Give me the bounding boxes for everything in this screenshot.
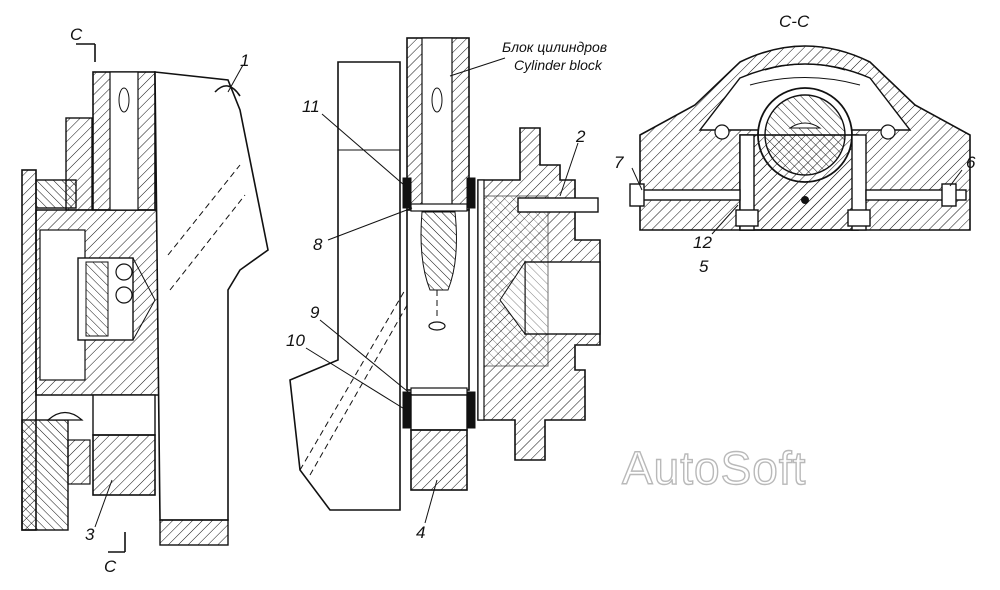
thrust-washer-11 <box>402 177 412 209</box>
leader-12 <box>711 204 739 235</box>
oil-channel-2 <box>169 194 246 291</box>
section-title: C-C <box>779 12 810 31</box>
block-label-en: Cylinder block <box>514 57 603 73</box>
leader-8 <box>327 207 413 241</box>
section-view <box>629 45 971 231</box>
center-oring <box>428 321 446 331</box>
part-label-2: 2 <box>575 127 586 146</box>
nut-right <box>847 209 871 227</box>
leader-block <box>449 57 506 77</box>
bolt-6 <box>865 189 967 201</box>
crank-web <box>154 71 269 521</box>
left-lower-plate <box>21 419 69 531</box>
section-mark-bottom: C <box>104 557 117 576</box>
part-label-12: 12 <box>693 233 712 252</box>
left-ring-1 <box>115 263 133 281</box>
left-lower-bearing <box>92 394 156 436</box>
center-oil-hole <box>431 87 443 113</box>
part-label-8: 8 <box>313 235 323 254</box>
bolt-6-head <box>941 183 957 207</box>
center-right-web <box>477 195 549 367</box>
watermark: AutoSoft <box>622 442 806 494</box>
part-label-1: 1 <box>240 51 249 70</box>
center-lower-cap <box>410 429 468 491</box>
center-gasket <box>477 179 485 421</box>
dowel-pin-2 <box>517 197 599 213</box>
thrust-washer-top-right <box>466 177 476 209</box>
left-lower-stop <box>67 439 91 485</box>
bearing-shell-9 <box>410 387 468 396</box>
part-label-10: 10 <box>286 331 305 350</box>
leader-10 <box>305 347 407 411</box>
part-label-3: 3 <box>85 525 95 544</box>
left-oil-hole <box>118 87 130 113</box>
left-ring-2 <box>115 286 133 304</box>
stud-12 <box>739 134 755 231</box>
part-label-5: 5 <box>699 257 709 276</box>
leader-4 <box>424 479 438 524</box>
bolt-7-head <box>629 183 645 207</box>
bearing-shell-8 <box>410 203 468 212</box>
section-arc-1 <box>764 63 846 71</box>
section-cap <box>739 134 859 231</box>
thrust-washer-10 <box>402 391 412 429</box>
section-cap-dot <box>801 196 809 204</box>
left-view <box>21 43 269 553</box>
center-liner-bore <box>421 37 453 211</box>
part-label-9: 9 <box>310 303 320 322</box>
left-lower-cap <box>92 434 156 496</box>
labels: C C C-C Блок цилиндров Cylinder block 1 … <box>70 12 976 576</box>
stud-right <box>851 134 867 231</box>
crank-web-foot <box>159 519 229 546</box>
left-upper-boss <box>65 117 93 211</box>
center-oil-channel-1 <box>299 289 406 471</box>
section-journal-hole <box>788 122 822 129</box>
leader-7 <box>631 167 643 191</box>
leader-1 <box>227 64 244 93</box>
left-lower-cutout <box>46 411 84 421</box>
block-label-ru: Блок цилиндров <box>502 39 607 55</box>
leader-11 <box>321 113 405 186</box>
part-label-4: 4 <box>416 523 425 542</box>
section-hole-right <box>880 124 896 140</box>
thrust-washer-bottom-right <box>466 391 476 429</box>
bolt-7 <box>639 189 741 201</box>
center-lower-bearing <box>410 394 468 431</box>
leader-6 <box>949 169 963 187</box>
leader-3 <box>94 479 113 528</box>
center-plug <box>420 211 457 291</box>
part-label-6: 6 <box>966 153 976 172</box>
center-view <box>289 37 601 511</box>
part-label-11: 11 <box>302 97 320 116</box>
left-seal <box>85 261 109 337</box>
center-oil-channel-2 <box>309 299 411 476</box>
part-label-7: 7 <box>614 153 624 172</box>
leader-9 <box>319 319 413 396</box>
section-arc-2 <box>749 77 861 86</box>
leader-lines <box>94 57 963 528</box>
nut-5 <box>735 209 759 227</box>
section-hole-left <box>714 124 730 140</box>
leader-2 <box>559 142 579 197</box>
center-crank-web <box>289 61 401 511</box>
left-cone <box>132 257 156 341</box>
section-mark-top: C <box>70 25 83 44</box>
crank-web-tip <box>214 85 241 97</box>
